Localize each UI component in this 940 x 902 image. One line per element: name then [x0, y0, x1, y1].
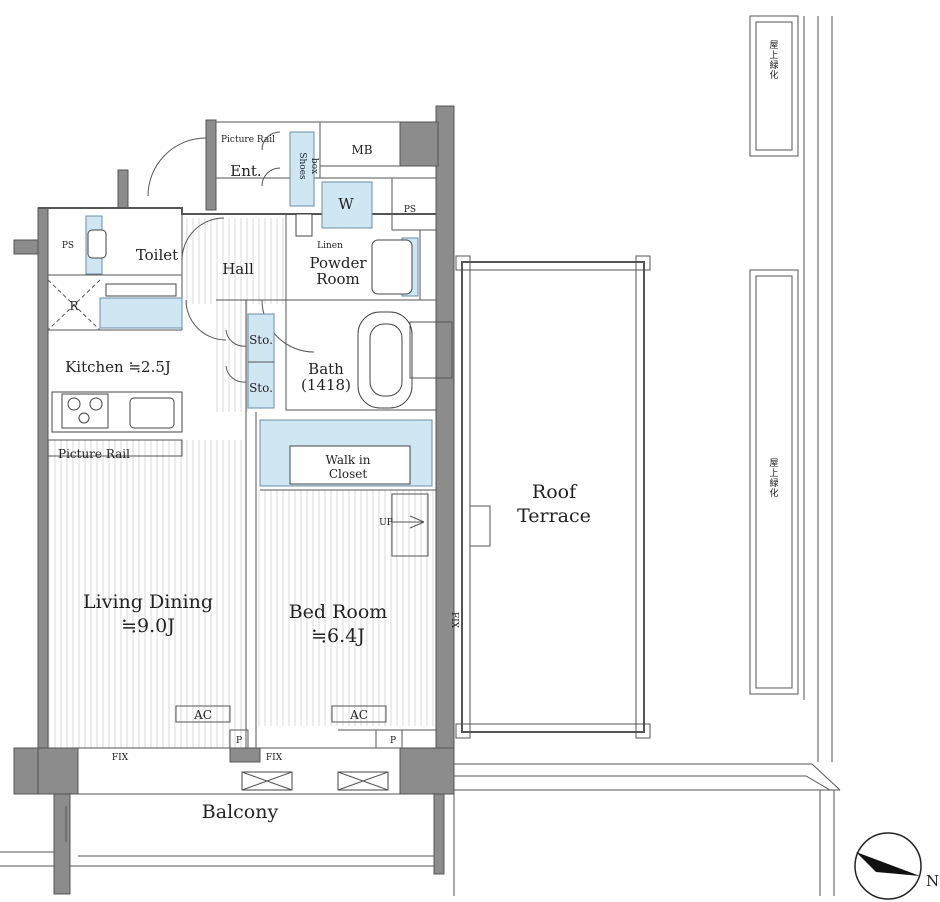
- powder-label: Powder: [309, 254, 367, 272]
- fix-2-label: FIX: [266, 753, 283, 763]
- walls: [13, 105, 455, 895]
- bedroom-floor: [256, 490, 436, 726]
- ac-2-label: AC: [349, 708, 368, 722]
- greenery-top-1: 屋: [769, 40, 778, 51]
- entrance-door-swing: [147, 137, 207, 197]
- washer-label: W: [338, 195, 354, 213]
- washbasin-icon: [371, 239, 413, 295]
- storage-1-label: Sto.: [249, 333, 273, 347]
- bath-size-label: (1418): [301, 376, 351, 394]
- roof-terrace: [453, 255, 841, 896]
- picture-rail-kitchen-label: Picture Rail: [58, 447, 130, 461]
- mb-label: MB: [351, 143, 372, 157]
- doors: [147, 131, 315, 383]
- fix-side-label: FIX: [449, 612, 459, 629]
- hall-floor: [182, 218, 286, 304]
- roof-label: Roof: [532, 481, 578, 503]
- greenery-right-1: 屋: [769, 458, 778, 469]
- fix-1-label: FIX: [112, 753, 129, 763]
- refrigerator-label: R: [69, 299, 79, 313]
- living-dining-label: Living Dining: [83, 591, 213, 613]
- toilet-label: Toilet: [136, 246, 178, 264]
- storage-2-label: Sto.: [249, 381, 273, 395]
- greenery-right-2: 上: [769, 468, 778, 479]
- living-dining-size-label: ≒9.0J: [121, 615, 175, 637]
- hall-label: Hall: [222, 260, 254, 278]
- box-label: box: [309, 158, 319, 174]
- storage-closets: [247, 313, 275, 409]
- ac-1-label: AC: [193, 708, 212, 722]
- bath-label: Bath: [308, 360, 344, 378]
- terrace-label: Terrace: [517, 505, 591, 527]
- linen-label: Linen: [317, 241, 343, 251]
- picture-rail-top-label: Picture Rail: [221, 135, 275, 145]
- fixtures: [47, 131, 453, 842]
- kitchen-label: Kitchen ≒2.5J: [65, 358, 171, 376]
- greenery-planters: [749, 15, 833, 762]
- terrace-frame: [461, 261, 645, 733]
- bedroom-size-label: ≒6.4J: [311, 625, 365, 647]
- toilet-bowl-icon: [87, 229, 107, 259]
- floor-areas: [48, 218, 436, 748]
- partitions: [0, 121, 436, 867]
- ps-left-label: PS: [62, 241, 74, 251]
- north-compass: N: [854, 832, 939, 900]
- sink-icon: [129, 397, 175, 429]
- greenery-top-2: 上: [769, 50, 778, 61]
- greenery-top-4: 化: [769, 69, 778, 81]
- up-label: UP: [379, 518, 393, 528]
- p-2-label: P: [390, 736, 396, 746]
- washing-machine-space: [321, 181, 373, 229]
- p-1-label: P: [236, 736, 242, 746]
- shoes-box: [289, 131, 315, 207]
- north-label: N: [926, 872, 939, 890]
- living-dining-floor: [48, 440, 246, 748]
- room-label: Room: [316, 270, 360, 288]
- greenery-right-3: 緑: [769, 477, 778, 489]
- room-labels: Picture Rail Ent. Shoes box MB PS Toilet…: [58, 40, 779, 823]
- balcony-label: Balcony: [202, 801, 279, 823]
- greenery-right-4: 化: [769, 487, 778, 499]
- greenery-top-3: 緑: [769, 59, 778, 71]
- entrance-label: Ent.: [230, 162, 261, 180]
- shoes-label: Shoes: [297, 152, 307, 180]
- walk-in-label: Walk in: [326, 453, 371, 467]
- closet-label: Closet: [329, 467, 368, 481]
- ps-right-label: PS: [404, 205, 416, 215]
- corridor-floor: [216, 302, 248, 412]
- bedroom-label: Bed Room: [289, 601, 388, 623]
